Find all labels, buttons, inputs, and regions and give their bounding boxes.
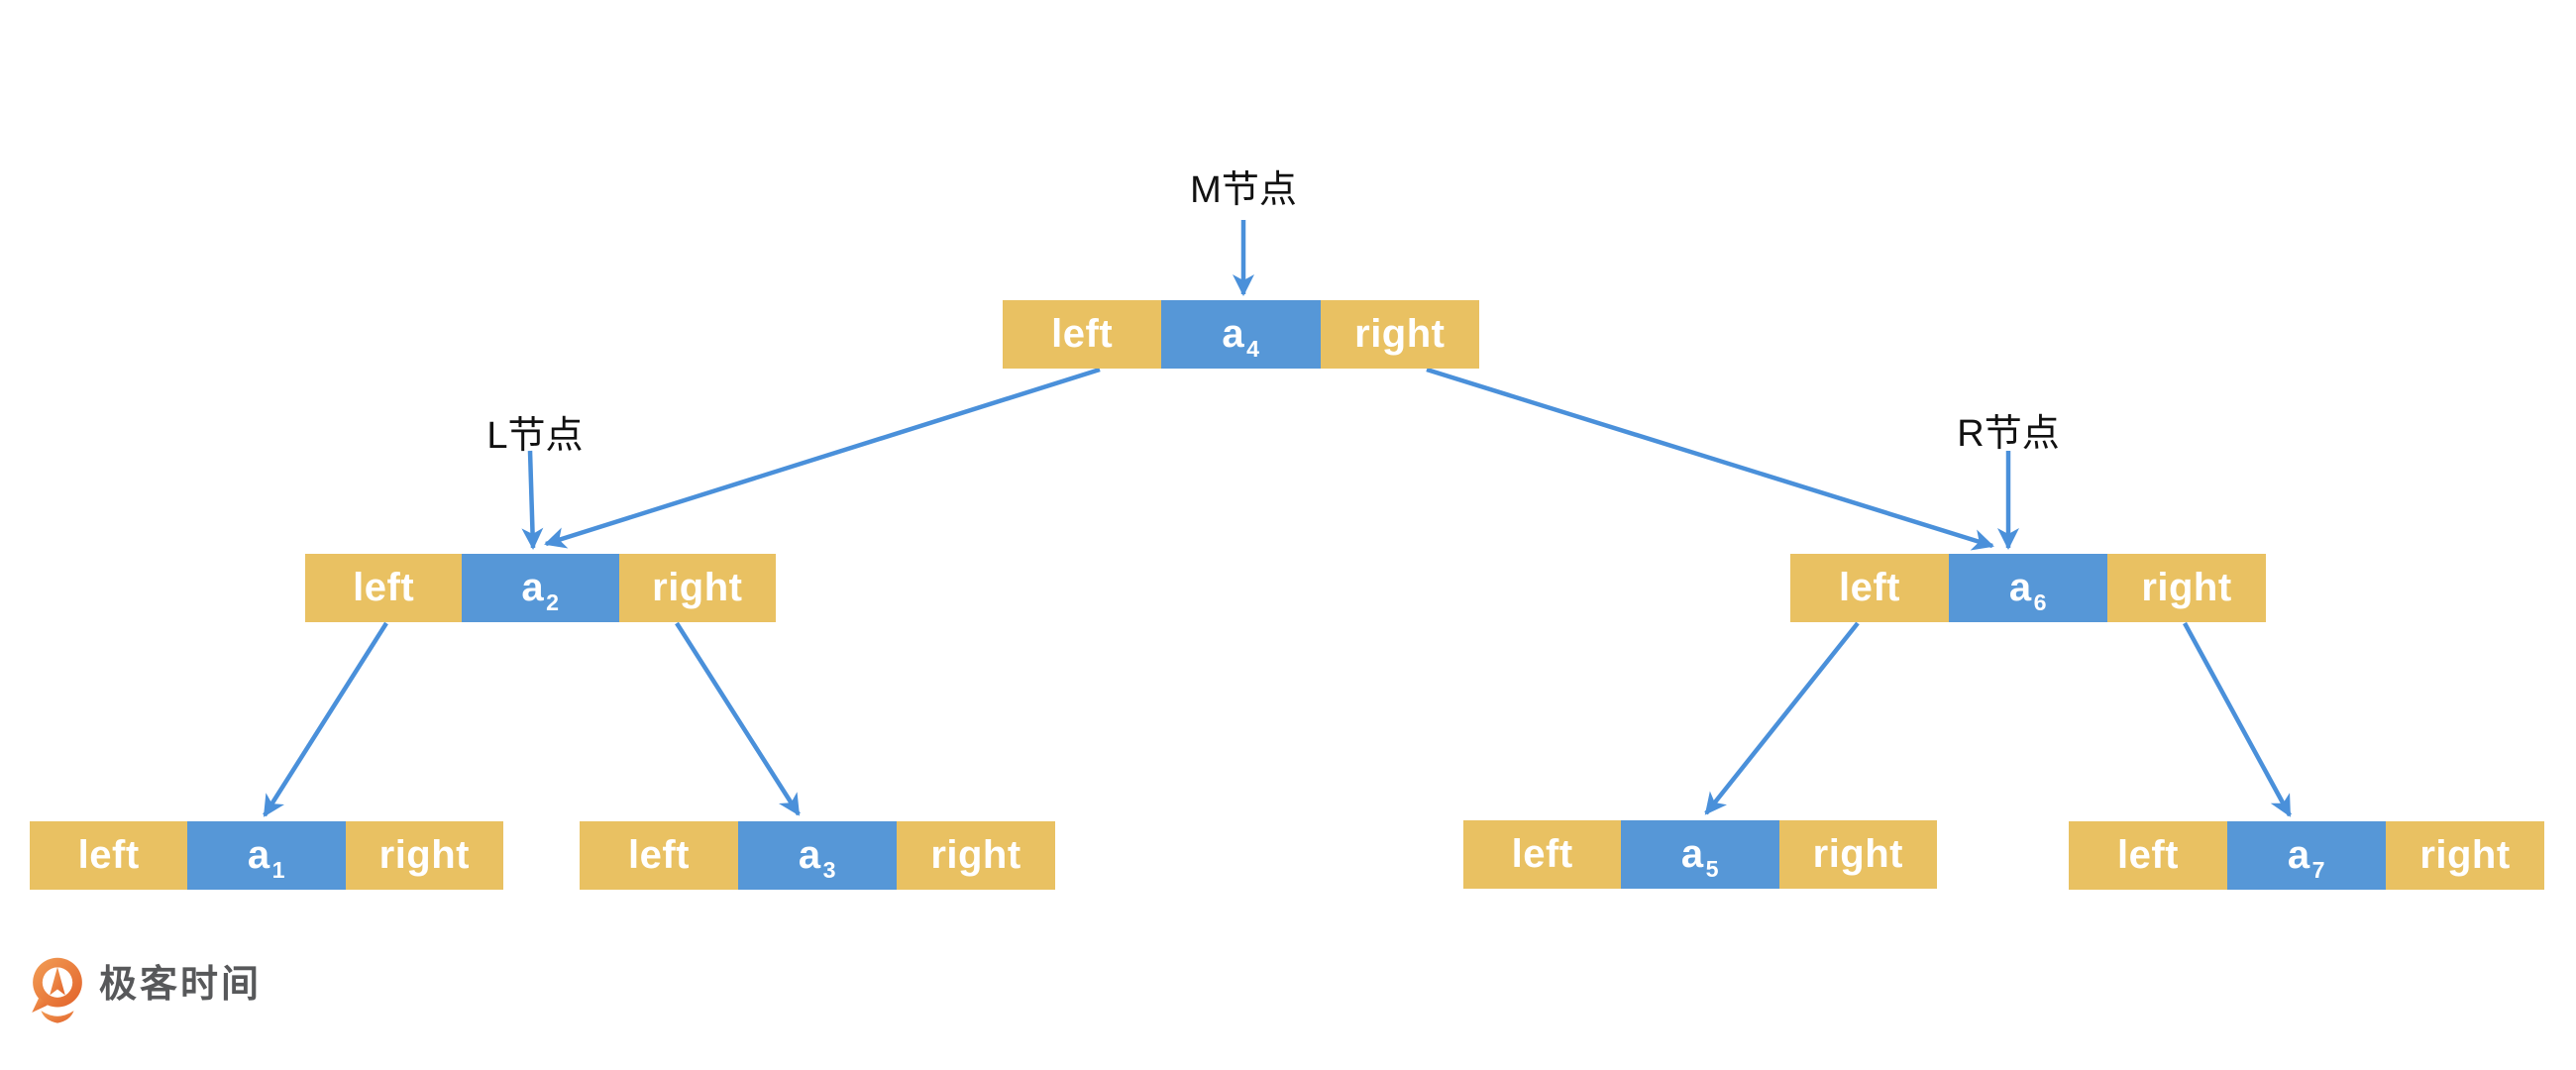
geektime-pin-icon	[32, 957, 82, 1023]
node-cell-right: right	[618, 554, 776, 622]
arrow-m-left-to-a2	[544, 367, 1101, 549]
geektime-logo: 极客时间	[30, 955, 262, 1024]
node-cell-left: left	[580, 821, 738, 890]
arrow-m-right-to-a6	[1426, 367, 1994, 551]
node-cell-right: right	[2386, 821, 2544, 890]
node-cell-left: left	[1463, 820, 1622, 889]
node-cell-left: left	[2069, 821, 2227, 890]
node-cell-left: left	[1790, 554, 1949, 622]
node-label-r: R节点	[1957, 413, 2060, 455]
geektime-logo-text: 极客时间	[99, 964, 263, 1006]
node-cell-left: left	[305, 554, 463, 622]
arrow-r-right-to-a7	[2183, 621, 2292, 817]
arrow-r-left-to-a5	[1704, 621, 1860, 815]
arrow-l-left-to-a1	[263, 621, 388, 817]
node-cell-right: right	[1320, 300, 1479, 369]
node-cell-right: right	[897, 821, 1055, 890]
node-label-m: M节点	[1190, 169, 1297, 211]
node-label-l: L节点	[486, 415, 584, 457]
node-cell-right: right	[345, 821, 503, 890]
node-cell-left: left	[30, 821, 188, 890]
node-cell-left: left	[1003, 300, 1162, 369]
arrow-l-right-to-a3	[675, 621, 801, 816]
arrow-label-l-to-a2	[521, 450, 544, 550]
node-cell-right: right	[2107, 554, 2266, 622]
node-cell-right: right	[1778, 820, 1937, 889]
